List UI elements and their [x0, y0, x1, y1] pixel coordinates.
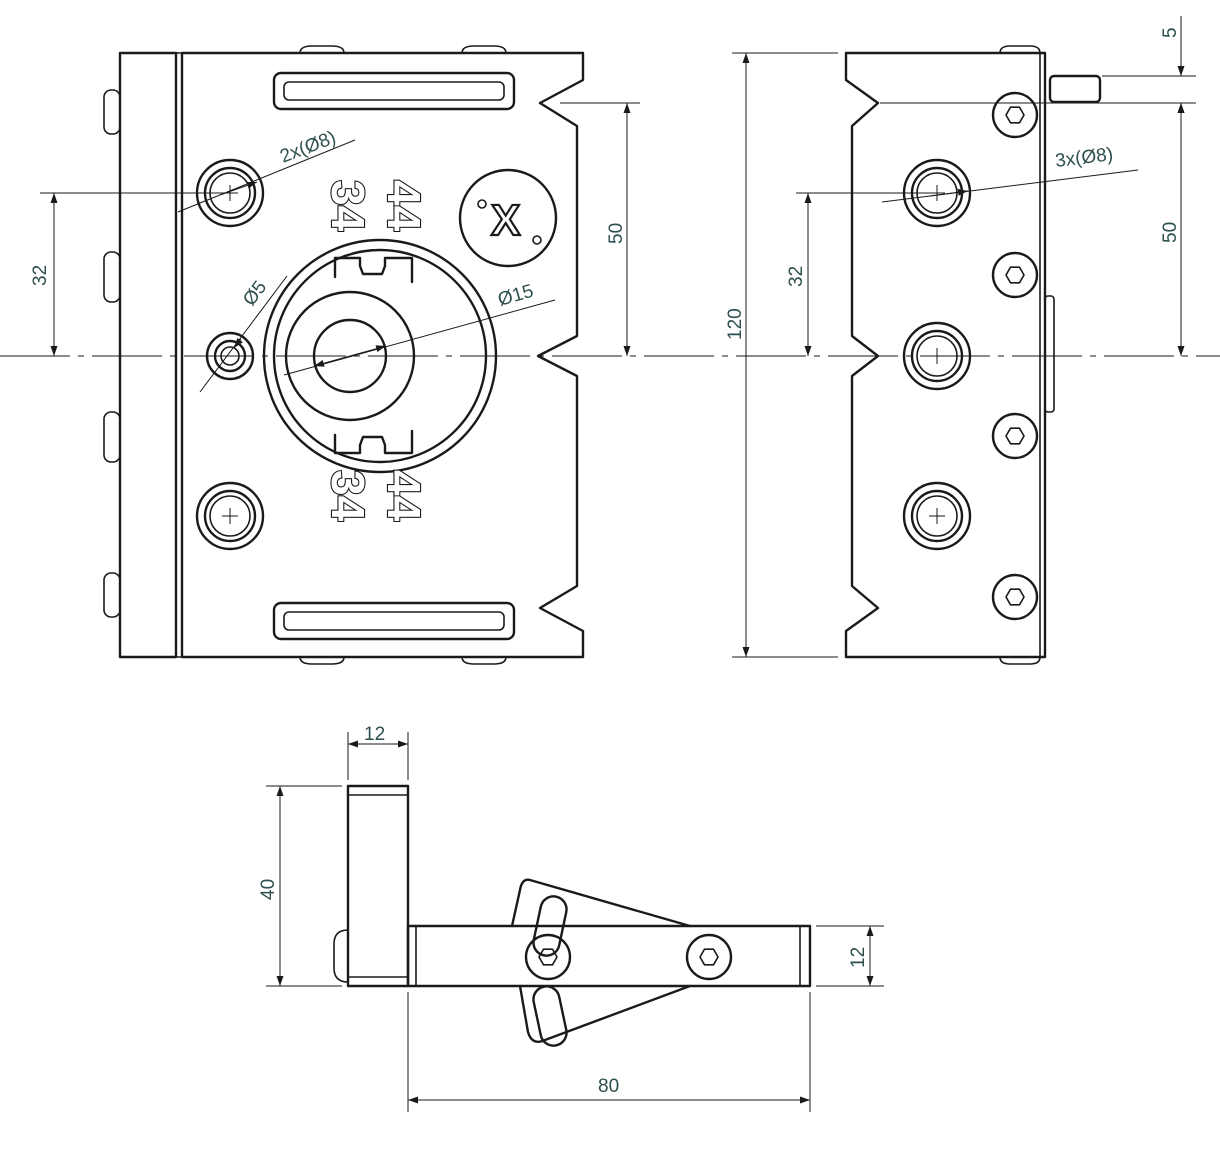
side-pin: [1048, 74, 1102, 104]
svg-text:80: 80: [598, 1076, 619, 1097]
svg-text:Ø15: Ø15: [496, 281, 536, 311]
svg-text:5: 5: [1160, 27, 1181, 38]
badge-x-label: X: [491, 196, 520, 245]
dim-bottom-40: 40: [258, 785, 342, 987]
svg-text:32: 32: [30, 265, 51, 286]
leader-d15: Ø15: [283, 281, 556, 376]
side-hex-screw-3: [991, 412, 1039, 460]
bottom-vertical-post: [346, 784, 410, 988]
bottom-gusset: [510, 878, 692, 1047]
bottom-hex-screw-2: [685, 933, 733, 981]
svg-text:120: 120: [725, 308, 746, 340]
front-central-boss: [262, 238, 498, 474]
bottom-horizontal-arm: [406, 924, 812, 988]
bottom-view: 12 40 12 80: [258, 724, 884, 1112]
side-view: 120 32 50 5 3x(Ø8): [725, 16, 1196, 665]
front-hole-bottom: [195, 481, 265, 551]
dim-front-32: 32: [30, 192, 230, 356]
front-x-badge: X: [458, 168, 558, 268]
dim-bottom-12-right: 12: [816, 925, 884, 987]
svg-text:40: 40: [258, 879, 279, 900]
bottom-hex-screw-1: [524, 933, 572, 981]
svg-text:2x(Ø8): 2x(Ø8): [277, 127, 339, 167]
marking-upper-44: 44: [378, 180, 430, 232]
svg-text:12: 12: [848, 947, 869, 968]
front-hole-middle: [205, 331, 255, 381]
side-hole-bottom: [902, 481, 972, 551]
svg-text:50: 50: [1160, 222, 1181, 243]
side-hole-middle: [902, 321, 972, 391]
side-hex-screw-2: [991, 251, 1039, 299]
dim-side-5: 5: [1102, 16, 1196, 140]
front-plate-outline: [180, 51, 585, 659]
dim-bottom-80: 80: [407, 992, 811, 1112]
dim-side-32: 32: [786, 192, 937, 356]
front-bottom-slot: [272, 601, 516, 641]
svg-text:12: 12: [364, 724, 385, 745]
front-left-bar: [118, 51, 178, 659]
svg-text:32: 32: [786, 266, 807, 287]
svg-text:Ø5: Ø5: [239, 277, 271, 310]
dim-front-50: 50: [560, 102, 640, 356]
svg-text:3x(Ø8): 3x(Ø8): [1054, 144, 1114, 172]
dim-bottom-12-top: 12: [347, 724, 409, 780]
side-plate-outline: [844, 51, 1047, 659]
marking-upper-34: 34: [322, 180, 374, 232]
marking-lower-34: 34: [322, 470, 374, 522]
front-top-slot: [272, 71, 516, 111]
front-view: X 44 34 44 34 32 50 2x(Ø8): [0, 45, 1220, 665]
svg-text:50: 50: [606, 223, 627, 244]
dim-side-120: 120: [725, 52, 838, 658]
side-hex-screw-4: [991, 573, 1039, 621]
side-hex-screw-1: [991, 91, 1039, 139]
marking-lower-44: 44: [378, 470, 430, 522]
dim-side-50: 50: [880, 102, 1196, 356]
